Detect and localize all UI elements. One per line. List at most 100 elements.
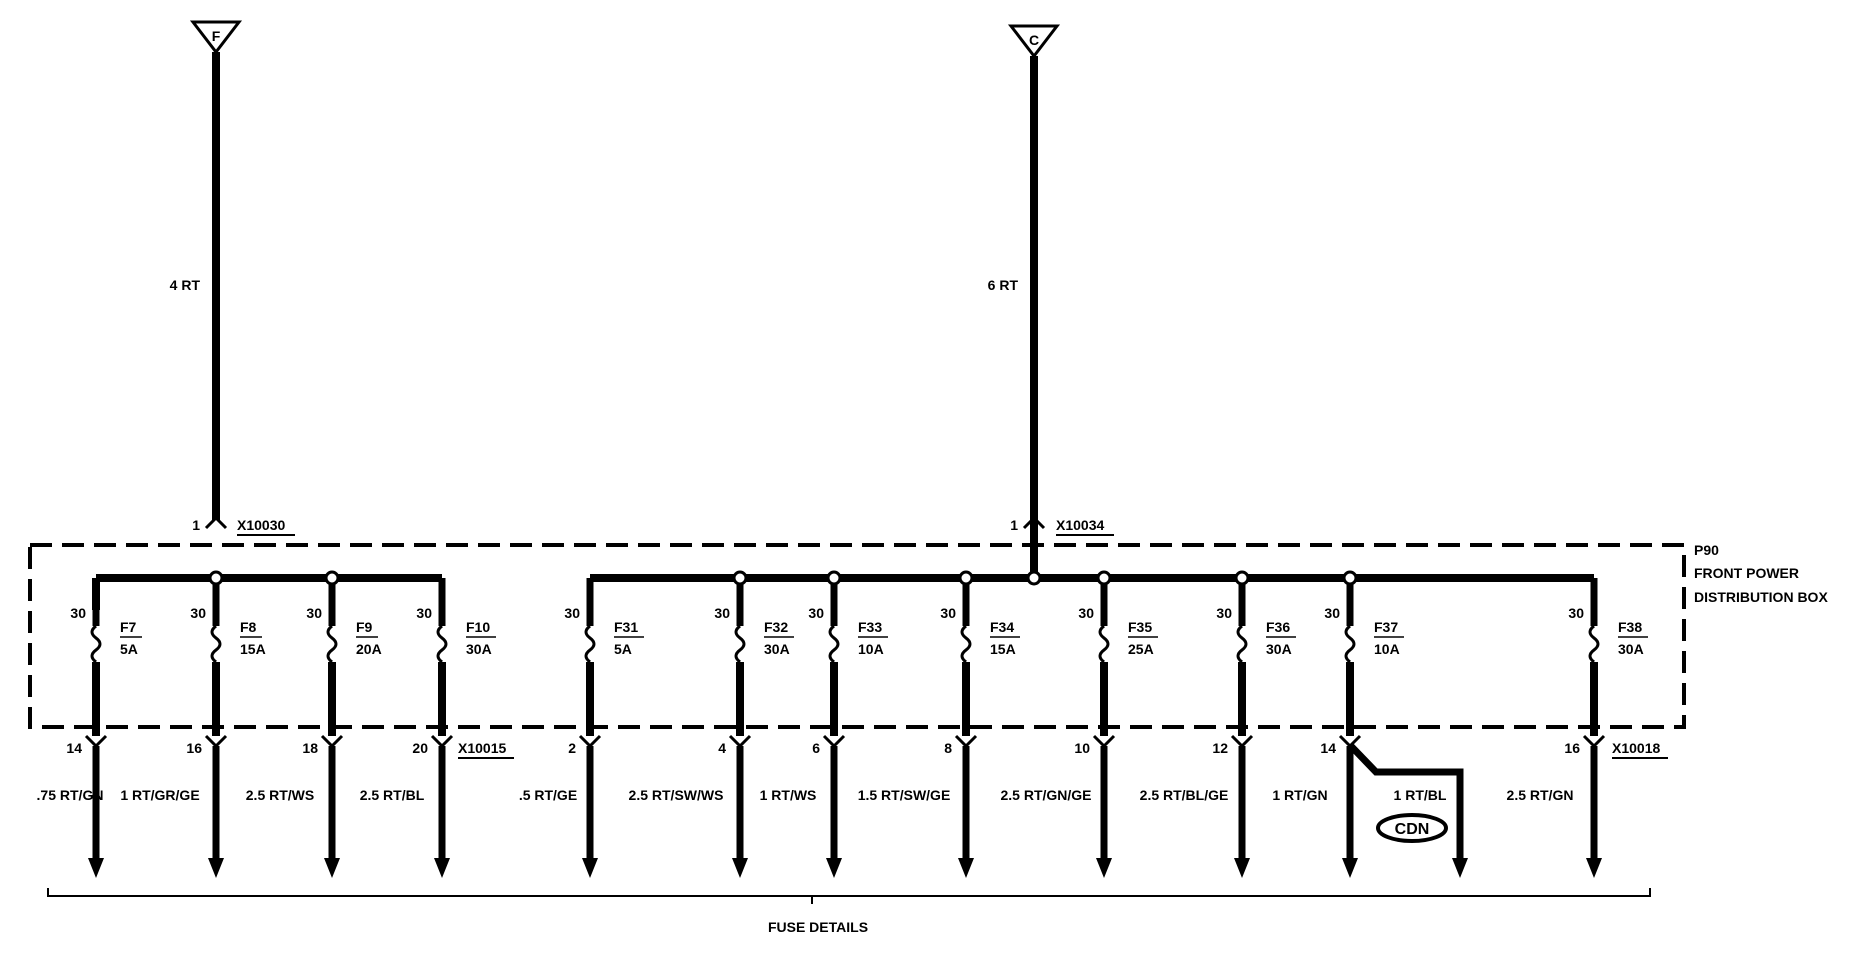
output-arrow-icon [1234,858,1250,878]
output-pin-chevron-icon [1582,734,1606,749]
fuse-details-bracket: FUSE DETAILS [47,888,1651,935]
fuse-rating: 30A [466,641,492,657]
output-pin-number: 10 [1074,740,1090,756]
output-pin-chevron-icon [84,734,108,749]
fuse-rating: 25A [1128,641,1154,657]
footer-label: FUSE DETAILS [768,919,868,935]
fuse-id: F9 [356,619,373,635]
fuse-input-pin: 30 [808,605,824,621]
fuse-junction-dot [208,570,224,586]
fuse-rating: 20A [356,641,382,657]
box-line1: FRONT POWER [1694,565,1799,581]
fuse-rating: 15A [990,641,1016,657]
fuse-input-pin: 30 [416,605,432,621]
output-arrow-icon [732,858,748,878]
bus-junction-dot [1026,570,1042,586]
fuse-rating: 5A [120,641,138,657]
output-wire-label: 2.5 RT/GN [1507,787,1574,803]
fuse-rating: 30A [1618,641,1644,657]
output-wire-label: 1.5 RT/SW/GE [858,787,951,803]
cdn-tag-ellipse [1376,813,1448,843]
output-pin-number: 14 [1320,740,1336,756]
fuse-symbol-icon [828,624,840,664]
output-wire-label: 2.5 RT/GN/GE [1000,787,1091,803]
fuse-input-pin: 30 [564,605,580,621]
output-pin-chevron-icon [1092,734,1116,749]
fuse-id: F35 [1128,619,1152,635]
output-pin-chevron-icon [1338,734,1362,749]
output-wire-label: 1 RT/WS [760,787,817,803]
fuse-junction-dot [324,570,340,586]
cdn-branch-arrow-icon [1452,858,1468,878]
fuse-id: F34 [990,619,1014,635]
fuse-input-pin: 30 [1216,605,1232,621]
fuse-input-pin: 30 [1324,605,1340,621]
output-arrow-icon [208,858,224,878]
output-arrow-icon [1096,858,1112,878]
source-f-triangle-icon [189,20,243,55]
source-c-connector: X10034 [1056,517,1104,533]
fuse-rating: 15A [240,641,266,657]
source-c-wire-label: 6 RT [988,277,1019,293]
output-arrow-icon [958,858,974,878]
output-pin-chevron-icon [728,734,752,749]
output-wire-label: 2.5 RT/WS [246,787,314,803]
output-wire-label: 2.5 RT/BL/GE [1140,787,1229,803]
fuse-id: F36 [1266,619,1290,635]
fuse-id: F31 [614,619,638,635]
output-pin-number: 4 [718,740,726,756]
output-pin-number: 12 [1212,740,1228,756]
output-arrow-icon [582,858,598,878]
output-wire-label: 2.5 RT/SW/WS [629,787,724,803]
fuse-rating: 30A [764,641,790,657]
source-c: C 6 RT 1 X10034 [988,24,1114,580]
output-pin-number: 16 [1564,740,1580,756]
fuse-input-pin: 30 [1568,605,1584,621]
source-f: F 4 RT 1 X10030 [170,20,295,536]
fuse-rating: 5A [614,641,632,657]
output-wire-label: 1 RT/GN [1272,787,1327,803]
fuse-id: F37 [1374,619,1398,635]
cdn-branch: 1 RT/BL CDN [1347,742,1468,878]
fuse-id: F10 [466,619,490,635]
fuse-junction-dot [1342,570,1358,586]
output-arrow-icon [324,858,340,878]
fuse-symbol-icon [326,624,338,664]
fuse-symbol-icon [436,624,448,664]
output-arrow-icon [88,858,104,878]
output-pin-number: 20 [412,740,428,756]
output-pin-chevron-icon [320,734,344,749]
fuse-junction-dot [732,570,748,586]
cdn-branch-wire-label: 1 RT/BL [1394,787,1447,803]
output-pin-number: 14 [66,740,82,756]
output-pin-chevron-icon [1230,734,1254,749]
output-pin-number: 2 [568,740,576,756]
distribution-box: P90 FRONT POWER DISTRIBUTION BOX [28,542,1828,729]
source-f-connector: X10030 [237,517,285,533]
bracket-line [47,888,1651,897]
fuse-input-pin: 30 [70,605,86,621]
output-connector-right: X10018 [1612,740,1660,756]
output-pin-number: 8 [944,740,952,756]
output-pin-chevron-icon [954,734,978,749]
fuse-symbol-icon [1344,624,1356,664]
fuse-input-pin: 30 [1078,605,1094,621]
output-pin-number: 6 [812,740,820,756]
distribution-box-outline [28,543,1686,729]
fuse-symbol-icon [90,624,102,664]
fuse-symbol-icon [210,624,222,664]
fuse-input-pin: 30 [714,605,730,621]
fuse-symbol-icon [1098,624,1110,664]
output-pin-number: 18 [302,740,318,756]
fuse-junction-dot [1096,570,1112,586]
